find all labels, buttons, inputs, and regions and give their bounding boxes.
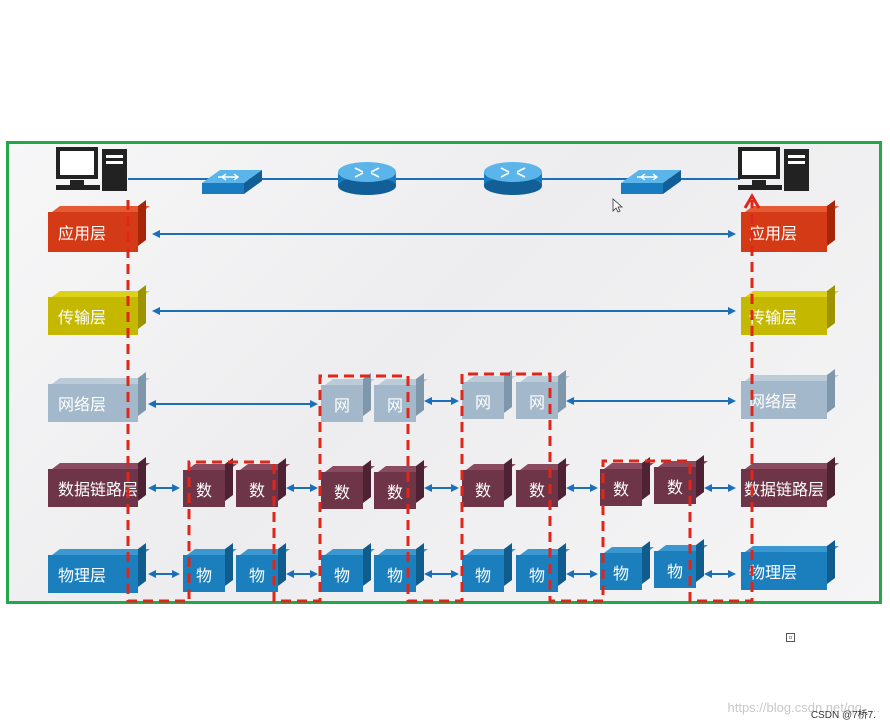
switch2-physical-port-b: 物 [654,551,696,588]
layer-network-right: 网络层 [741,381,827,419]
csdn-credit: CSDN @7桥7. [810,710,876,721]
router-icon [484,162,542,195]
router1-physical-port-a: 物 [321,555,363,592]
layer-transport-right: 传输层 [741,297,827,335]
cursor-icon [612,198,624,213]
switch2-physical-port-a: 物 [600,553,642,590]
layer-physical-left: 物理层 [48,555,138,593]
layer-datalink-left: 数据链路层 [48,469,138,507]
layer-datalink-right: 数据链路层 [741,469,827,507]
switch2-datalink-port-b: 数 [654,467,696,504]
router2-network-port-a: 网 [462,382,504,419]
switch-icon [621,170,681,194]
router1-datalink-port-a: 数 [321,472,363,509]
switch1-physical-port-b: 物 [236,555,278,592]
router2-physical-port-a: 物 [462,555,504,592]
layer-application-right: 应用层 [741,212,827,252]
router1-physical-port-b: 物 [374,555,416,592]
layer-application-left: 应用层 [48,212,138,252]
restore-icon[interactable]: ▫ [786,633,795,642]
switch2-datalink-port-a: 数 [600,469,642,506]
layer-physical-right: 物理层 [741,552,827,590]
switch-icon [202,170,262,194]
watermark-url: https://blog.csdn.net/qq_... [727,700,881,715]
switch1-datalink-port-a: 数 [183,470,225,507]
router1-datalink-port-b: 数 [374,472,416,509]
layer-transport-left: 传输层 [48,297,138,335]
layer-network-left: 网络层 [48,384,138,422]
router2-datalink-port-b: 数 [516,470,558,507]
computer-icon [56,147,127,191]
computer-icon [738,147,809,191]
router-icon [338,162,396,195]
switch1-datalink-port-b: 数 [236,470,278,507]
router2-physical-port-b: 物 [516,555,558,592]
router2-datalink-port-a: 数 [462,470,504,507]
router2-network-port-b: 网 [516,382,558,419]
router1-network-port-a: 网 [321,385,363,422]
switch1-physical-port-a: 物 [183,555,225,592]
router1-network-port-b: 网 [374,385,416,422]
